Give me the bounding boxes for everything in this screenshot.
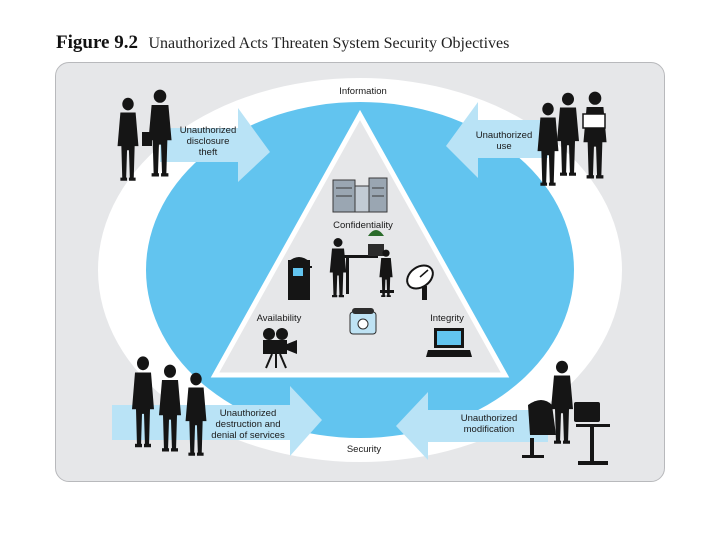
office-workers-icon <box>329 230 394 298</box>
ring-top-label: Information <box>339 86 387 97</box>
server-icon <box>332 177 388 213</box>
threat-disclosure-label: Unauthorized disclosure theft <box>179 125 237 158</box>
ring-bottom-label: Security <box>346 444 382 455</box>
arrow-modification <box>396 392 548 460</box>
computer-terminal-icon <box>426 328 472 357</box>
objectives-triangle <box>210 109 510 378</box>
satellite-dish-icon <box>406 264 434 300</box>
figure-title: Unauthorized Acts Threaten System Securi… <box>148 35 510 52</box>
office-bottom-right-icon <box>522 360 610 465</box>
threat-destruction-label: Unauthorized destruction and denial of s… <box>211 408 285 441</box>
arrow-use <box>446 102 548 178</box>
triangle-left-label: Availability <box>256 313 302 324</box>
threat-use-label: Unauthorized use <box>475 130 533 152</box>
people-top-right-icon <box>537 91 607 186</box>
triangle-right-label: Integrity <box>430 313 464 324</box>
mailbox-icon <box>288 257 312 300</box>
people-top-left-icon <box>117 89 172 181</box>
figure-number: Figure 9.2 <box>56 32 138 53</box>
movie-camera-icon <box>263 328 297 369</box>
figure-caption: Figure 9.2 Unauthorized Acts Threaten Sy… <box>56 32 509 54</box>
triangle-top-label: Confidentiality <box>333 220 393 231</box>
telephone-icon <box>349 308 377 335</box>
threat-modification-label: Unauthorized modification <box>460 413 518 435</box>
arrow-disclosure <box>160 108 270 182</box>
